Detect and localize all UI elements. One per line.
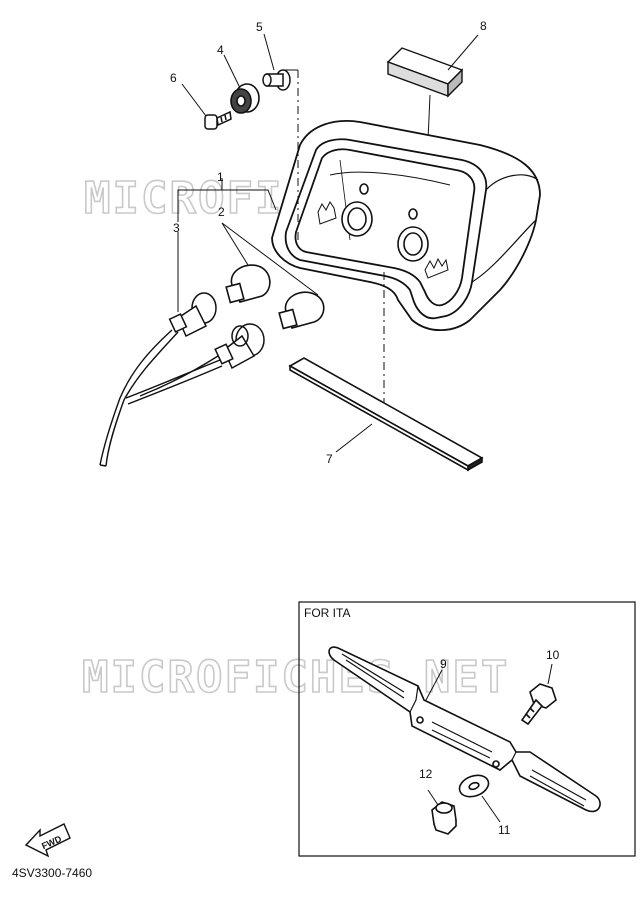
part-2-bulbs <box>225 264 325 330</box>
callout-12: 12 <box>419 767 433 781</box>
part-6-screw <box>204 110 232 130</box>
part-8-damper-block <box>386 47 464 98</box>
callout-7: 7 <box>326 452 333 466</box>
callout-10: 10 <box>546 648 560 662</box>
callout-5: 5 <box>256 20 263 34</box>
callout-11: 11 <box>498 823 511 837</box>
part-12-nut <box>431 801 457 835</box>
terminal-teeth <box>317 201 449 279</box>
part-4-grommet <box>230 83 260 114</box>
leader-7 <box>335 423 373 453</box>
bulb-holes <box>341 183 429 262</box>
part-7-seal-strip <box>288 357 484 472</box>
part-5-collar <box>262 69 291 91</box>
leader-12 <box>427 789 439 806</box>
part-10-bolt <box>520 683 557 726</box>
fwd-arrow-icon: FWD <box>24 823 71 858</box>
callout-9: 9 <box>440 657 447 671</box>
callout-1: 1 <box>217 170 224 184</box>
part-11-washer <box>458 774 490 798</box>
part-9-bracket <box>328 646 601 813</box>
watermark-bottom: MICROFICHES.NET <box>82 652 509 703</box>
diagram-code: 4SV3300-7460 <box>12 866 93 880</box>
part-3-sockets <box>168 292 265 370</box>
leader-8-label <box>447 34 479 71</box>
leader-4 <box>223 54 241 89</box>
callout-2: 2 <box>218 205 225 219</box>
leader-5 <box>263 33 275 71</box>
callout-8: 8 <box>480 19 487 33</box>
callout-3: 3 <box>173 221 180 235</box>
leader-9 <box>425 669 443 701</box>
inset-title: FOR ITA <box>304 606 350 620</box>
leader-11 <box>481 795 501 823</box>
tail-light-housing <box>271 120 541 332</box>
leader-8 <box>427 94 431 141</box>
leader-6 <box>181 83 207 117</box>
leader-10 <box>547 663 553 685</box>
callout-6: 6 <box>170 71 177 85</box>
callout-4: 4 <box>217 43 224 57</box>
part-3-wires <box>99 329 223 467</box>
inset-frame <box>298 601 636 857</box>
leaders-1-2-3 <box>177 178 319 312</box>
dashed-guides <box>297 70 385 412</box>
